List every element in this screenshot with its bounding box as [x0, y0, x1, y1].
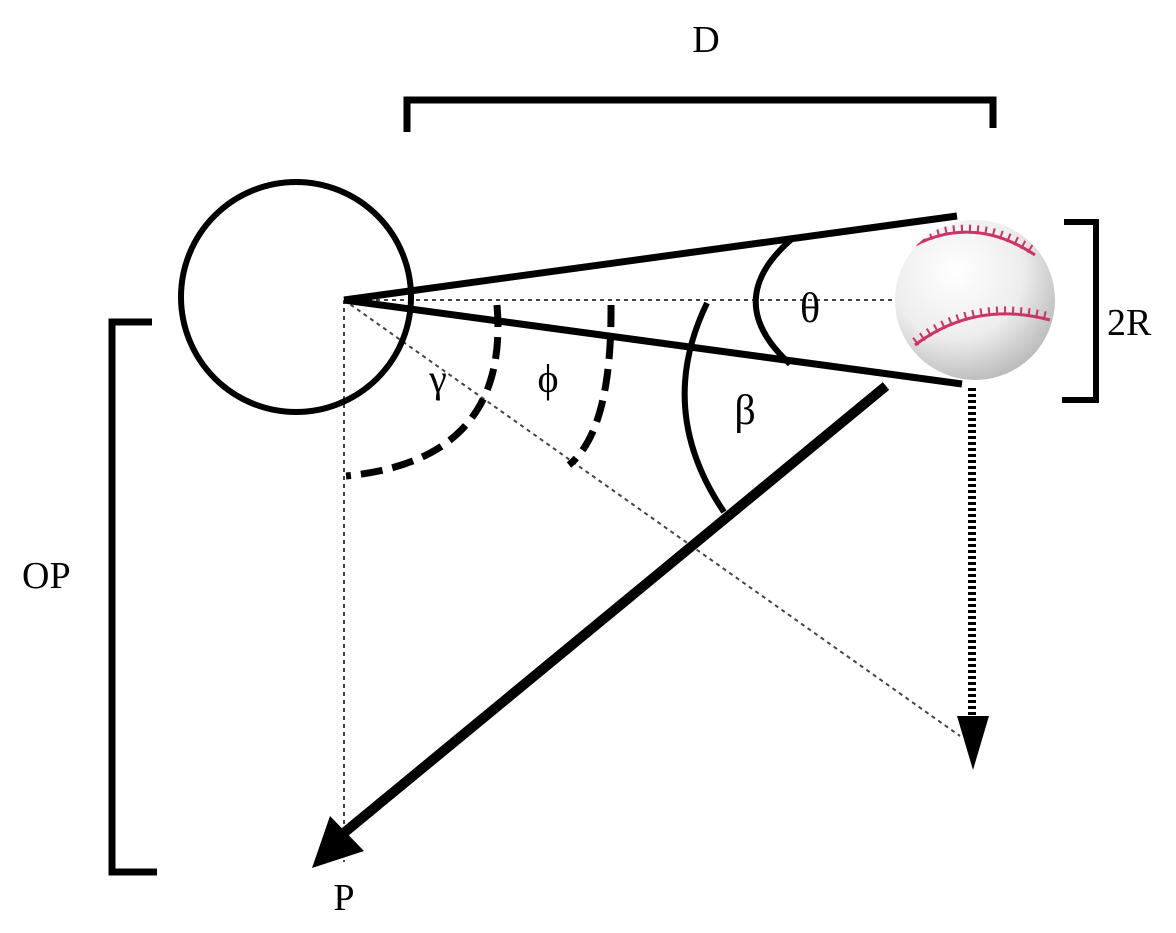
fall-arrowhead: [957, 716, 989, 770]
diagonal-reference-line: [343, 299, 961, 737]
lower-sight-line: [343, 296, 963, 388]
point-label: P: [333, 877, 354, 919]
theta-label: θ: [800, 286, 820, 332]
observer-circle: [178, 179, 414, 415]
baseball-icon: [895, 220, 1055, 380]
offset-label: OP: [22, 555, 71, 597]
theta-arc: [752, 235, 795, 367]
phi-label: ϕ: [537, 356, 558, 401]
trajectory-line: [341, 382, 890, 836]
diameter-label: 2R: [1107, 302, 1152, 344]
trajectory-arrowhead: [312, 816, 364, 868]
distance-bracket: [403, 96, 997, 132]
distance-label: D: [692, 19, 719, 61]
gamma-arc: [345, 304, 502, 480]
gamma-label: γ: [428, 356, 447, 401]
beta-label: β: [734, 388, 755, 434]
phi-arc: [566, 304, 615, 468]
beta-arc: [681, 301, 727, 514]
offset-bracket: [108, 318, 157, 876]
upper-sight-line: [343, 212, 958, 304]
diameter-bracket: [1062, 219, 1099, 403]
